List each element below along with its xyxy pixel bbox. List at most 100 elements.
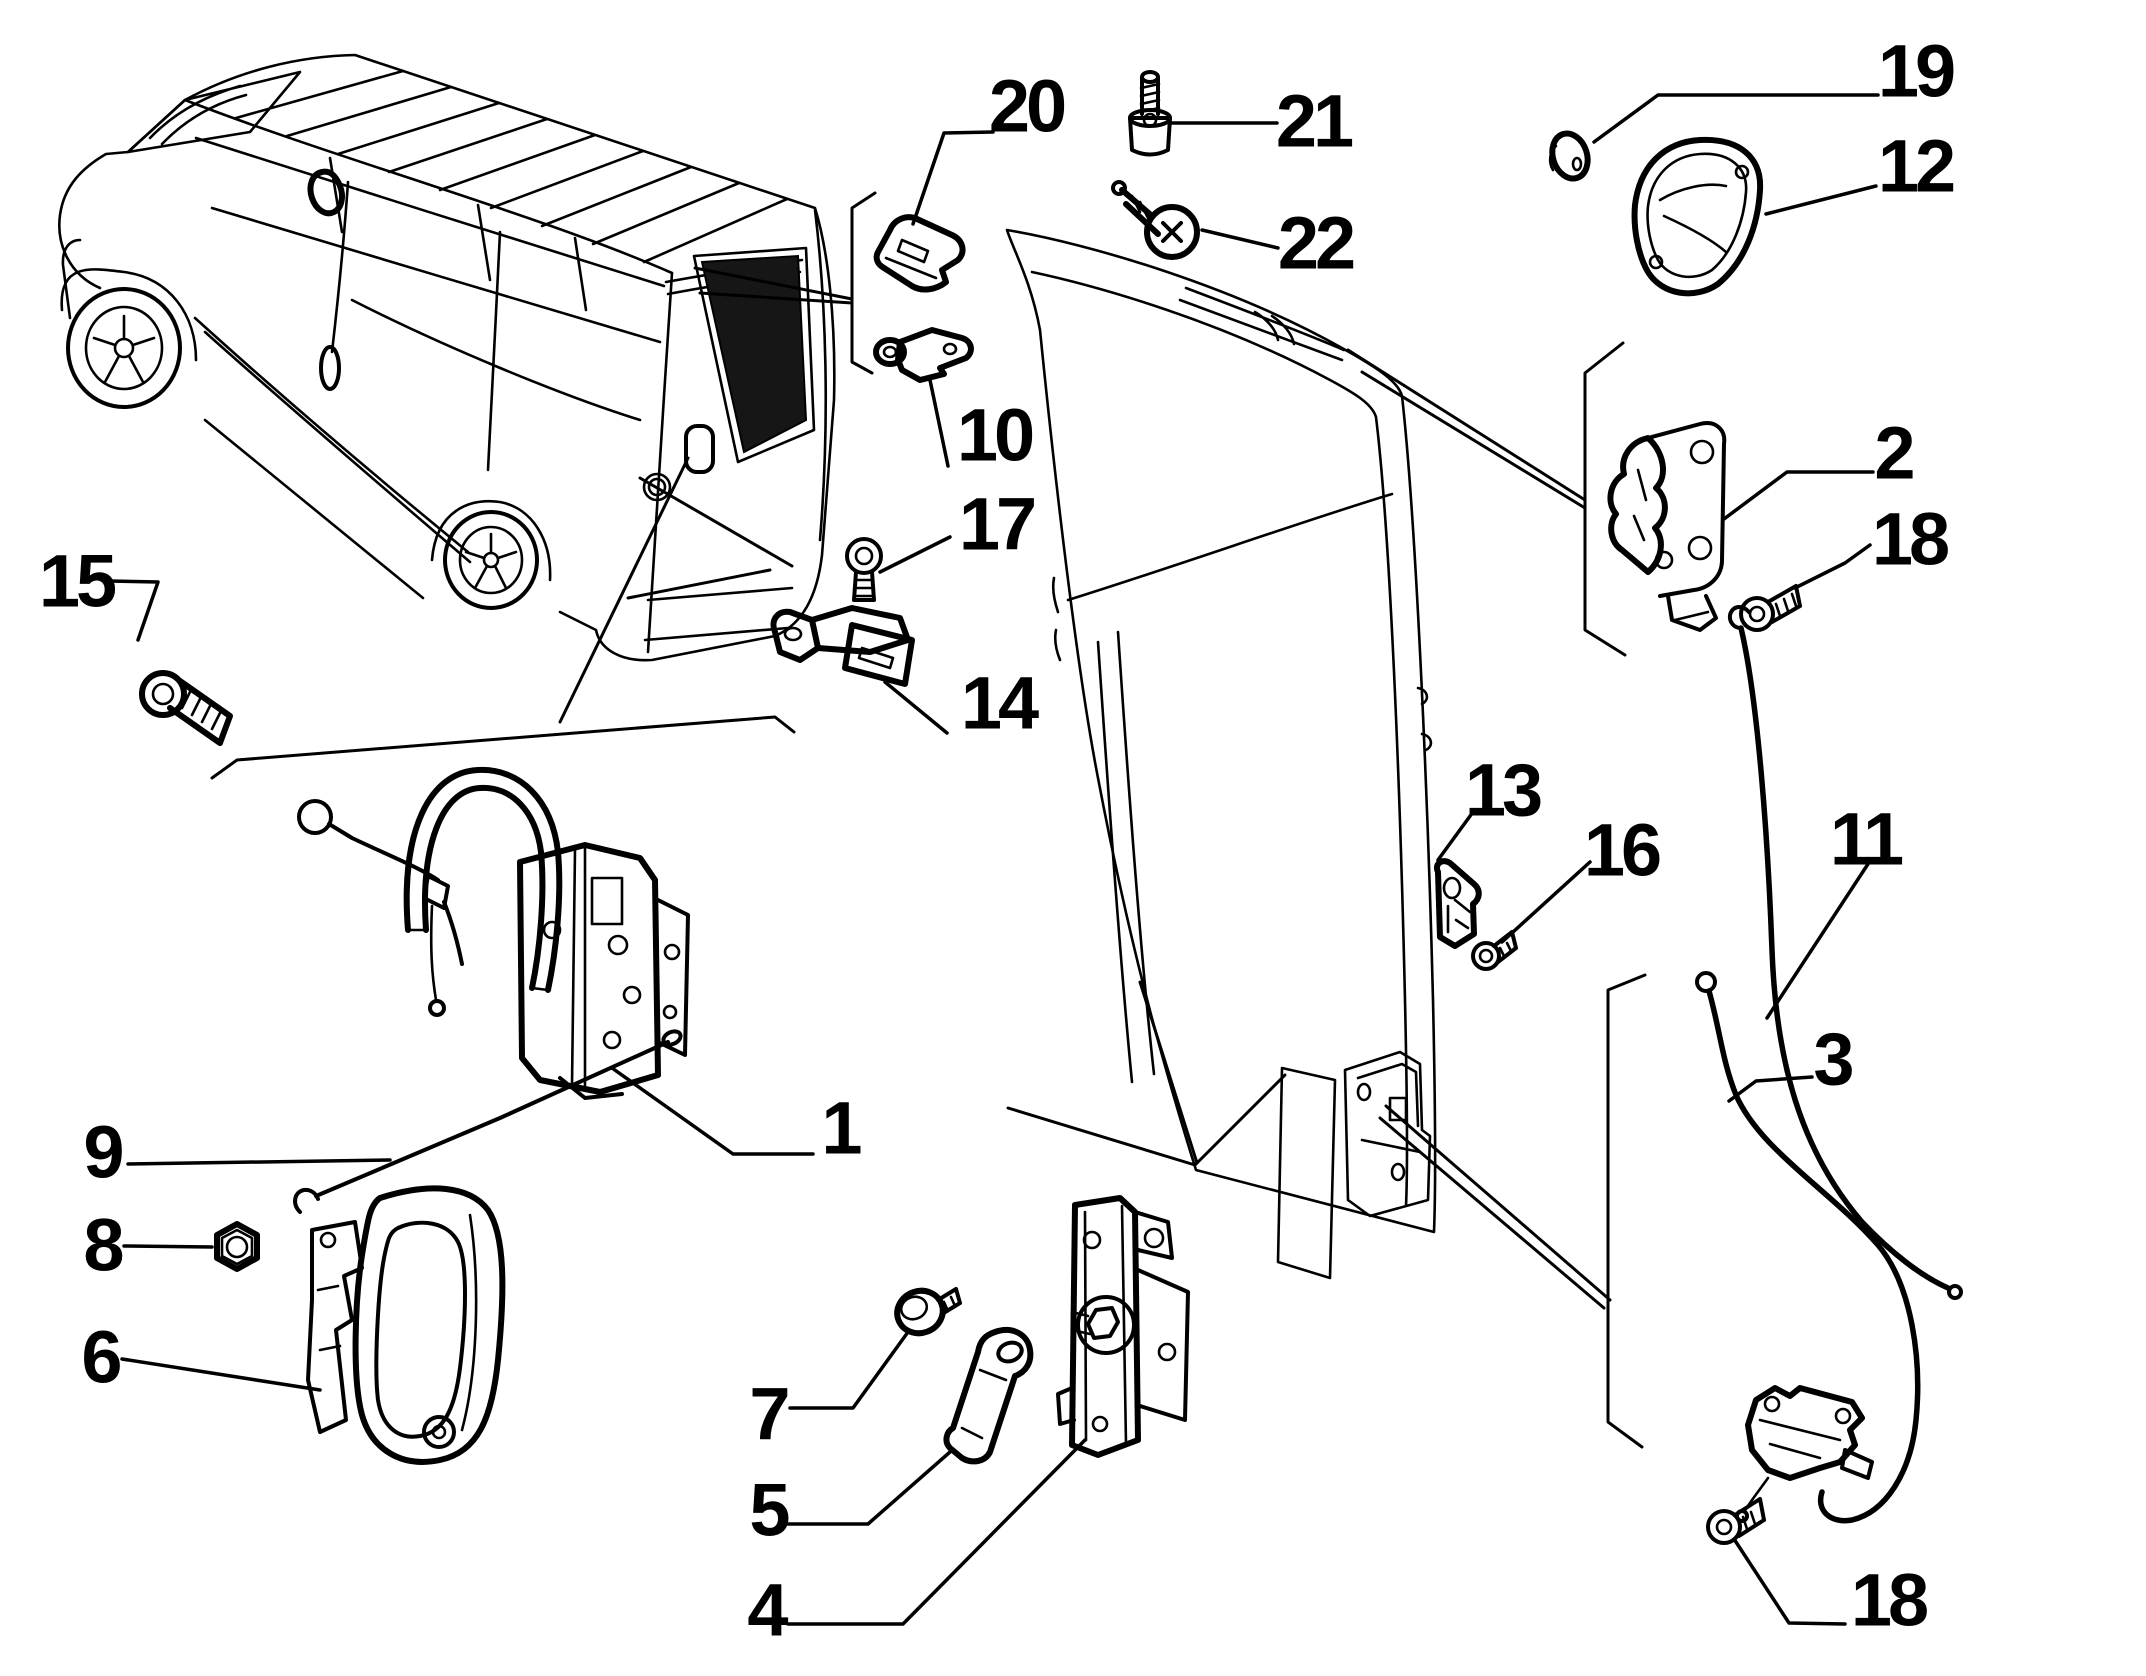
part-6-exterior-handle — [306, 1185, 506, 1465]
van-side-mirror — [307, 168, 345, 217]
leader-12 — [1764, 184, 1878, 216]
callout-22: 22 — [1278, 202, 1354, 285]
leader-4 — [786, 1438, 1087, 1626]
part-18-screw-bottom — [1706, 1497, 1766, 1545]
leader-17 — [878, 535, 952, 574]
van-door-seams — [193, 180, 642, 564]
part-16-screw — [1471, 930, 1518, 971]
leader-7 — [788, 1330, 910, 1410]
van-rear-wheel — [443, 510, 539, 610]
van-windshield — [126, 70, 302, 154]
part-9-rod — [293, 1029, 683, 1214]
van-rear-window-dark — [700, 254, 808, 454]
part-11-cable — [1727, 605, 1963, 1300]
door-left-ribs — [1051, 576, 1156, 1084]
part-12-handle-cup — [1631, 136, 1764, 297]
van-roofline — [183, 98, 674, 275]
leader-10 — [928, 378, 950, 468]
leader-22 — [1200, 228, 1280, 250]
callout-18: 18 — [1851, 1559, 1927, 1642]
callout-12: 12 — [1878, 125, 1954, 208]
part-10-clip — [873, 327, 974, 383]
leader-9 — [126, 1158, 392, 1166]
bracket-part-3 — [1606, 973, 1647, 1449]
callout-14: 14 — [961, 662, 1039, 745]
leader-18-bottom — [1732, 1537, 1847, 1626]
leader-6 — [120, 1357, 322, 1392]
part-17-screw — [845, 537, 883, 602]
part-4-latch-unit — [1056, 1195, 1190, 1458]
van-front-wheel-arch — [60, 268, 198, 362]
callout-9: 9 — [83, 1111, 122, 1194]
part-14-bracket — [770, 605, 915, 687]
leader-2 — [1722, 470, 1875, 521]
part-3-cable-latch — [1695, 971, 1921, 1524]
callout-21: 21 — [1276, 80, 1353, 163]
van-rear-bumper — [643, 208, 828, 642]
part-21-bolt — [1128, 70, 1172, 157]
callout-19: 19 — [1878, 30, 1954, 113]
van-front-wheel — [66, 287, 182, 409]
van-rear-door-handle — [684, 424, 715, 474]
door-latch-cutout — [1276, 1066, 1337, 1280]
callout-18: 18 — [1872, 498, 1948, 581]
leader-13 — [1436, 810, 1475, 862]
part-7-button-screw — [894, 1287, 962, 1337]
van-rear-wheel-arch — [430, 500, 552, 582]
leader-lines — [106, 93, 1880, 1626]
part-5-lever — [943, 1327, 1034, 1465]
callout-11: 11 — [1830, 798, 1903, 881]
van-rear-window-frame — [692, 246, 816, 464]
van-underside — [61, 238, 425, 600]
door-hinge-bumps — [1416, 686, 1433, 752]
leader-15 — [106, 579, 160, 642]
van-illustration — [58, 53, 836, 662]
callout-6: 6 — [81, 1316, 120, 1399]
bracket-part-1 — [210, 715, 796, 780]
callout-7: 7 — [749, 1373, 787, 1456]
part-19-plug — [1548, 130, 1591, 182]
part-22-push-pin — [1111, 180, 1200, 260]
door-inner-edge — [1030, 270, 1409, 1208]
part-18-screw-top — [1739, 584, 1802, 632]
part-8-nut — [214, 1221, 260, 1272]
door-window-sill — [1066, 492, 1394, 602]
rear-door-panel — [1005, 228, 1437, 1280]
callout-16: 16 — [1584, 809, 1660, 892]
van-side-windows — [194, 136, 666, 344]
leader-19 — [1592, 93, 1880, 144]
callout-3: 3 — [1813, 1018, 1852, 1101]
bracket-clips-20-10 — [850, 191, 877, 375]
van-roof-hatch — [234, 69, 789, 264]
leader-3 — [1727, 1075, 1814, 1103]
leader-1 — [610, 1066, 815, 1156]
part-1-lock-assembly — [297, 766, 690, 1100]
leader-14 — [883, 680, 949, 735]
door-spoiler-detail — [1178, 286, 1346, 362]
door-outer-edge — [1005, 228, 1437, 1234]
witness-lines — [210, 191, 1647, 1449]
callout-15: 15 — [39, 540, 116, 623]
callout-4: 4 — [747, 1569, 788, 1652]
bracket-part-2 — [1583, 341, 1627, 657]
part-15-screw — [139, 670, 233, 746]
leader-18-top — [1793, 543, 1872, 590]
callout-2: 2 — [1874, 412, 1913, 495]
callout-10: 10 — [957, 394, 1033, 477]
leader-5 — [786, 1450, 952, 1526]
part-13-bracket — [1434, 858, 1482, 949]
callout-20: 20 — [989, 65, 1065, 148]
callout-13: 13 — [1465, 749, 1541, 832]
van-rear-badge — [642, 472, 672, 502]
part-2-latch — [1607, 421, 1727, 632]
leader-8 — [122, 1244, 214, 1249]
wedge-door-bottom — [1006, 1073, 1287, 1167]
leader-16 — [1500, 860, 1592, 944]
leader-11 — [1765, 862, 1870, 1020]
part-20-clip — [873, 214, 966, 293]
callout-8: 8 — [83, 1204, 122, 1287]
van-rear-door-edge — [646, 271, 674, 654]
callout-5: 5 — [749, 1469, 789, 1552]
